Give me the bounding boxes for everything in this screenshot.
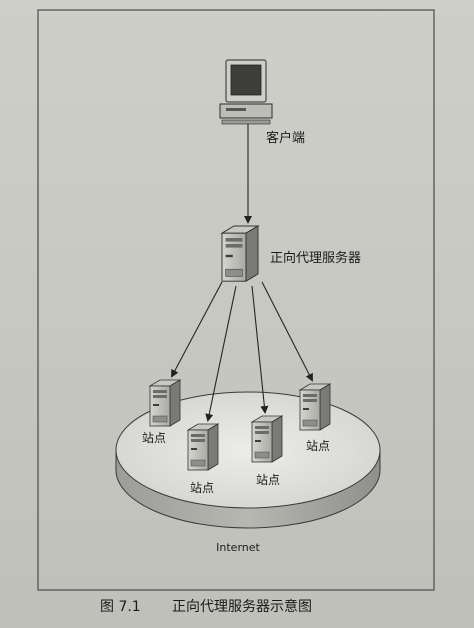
proxy-server-icon bbox=[221, 225, 259, 282]
proxy-to-site-4-arrow bbox=[261, 281, 313, 382]
site-server-3-icon bbox=[251, 415, 283, 463]
proxy-label: 正向代理服务器 bbox=[270, 250, 361, 266]
figure-number: 图 7.1 bbox=[100, 599, 141, 615]
client-computer-icon bbox=[219, 59, 273, 125]
figure-title: 正向代理服务器示意图 bbox=[172, 598, 312, 615]
site-label-3: 站点 bbox=[256, 473, 280, 487]
site-label-1: 站点 bbox=[142, 431, 166, 445]
proxy-to-site-3-arrow bbox=[251, 285, 269, 414]
site-label-2: 站点 bbox=[190, 481, 214, 495]
client-label: 客户端 bbox=[266, 130, 305, 146]
connections bbox=[171, 124, 313, 422]
proxy-to-site-2-arrow bbox=[205, 285, 237, 422]
internet-label: Internet bbox=[216, 541, 260, 554]
site-label-4: 站点 bbox=[306, 439, 330, 453]
site-server-1-icon bbox=[149, 379, 181, 427]
site-server-2-icon bbox=[187, 423, 219, 471]
proxy-to-site-1-arrow bbox=[171, 281, 223, 378]
diagram-frame bbox=[37, 9, 435, 591]
site-server-4-icon bbox=[299, 383, 331, 431]
